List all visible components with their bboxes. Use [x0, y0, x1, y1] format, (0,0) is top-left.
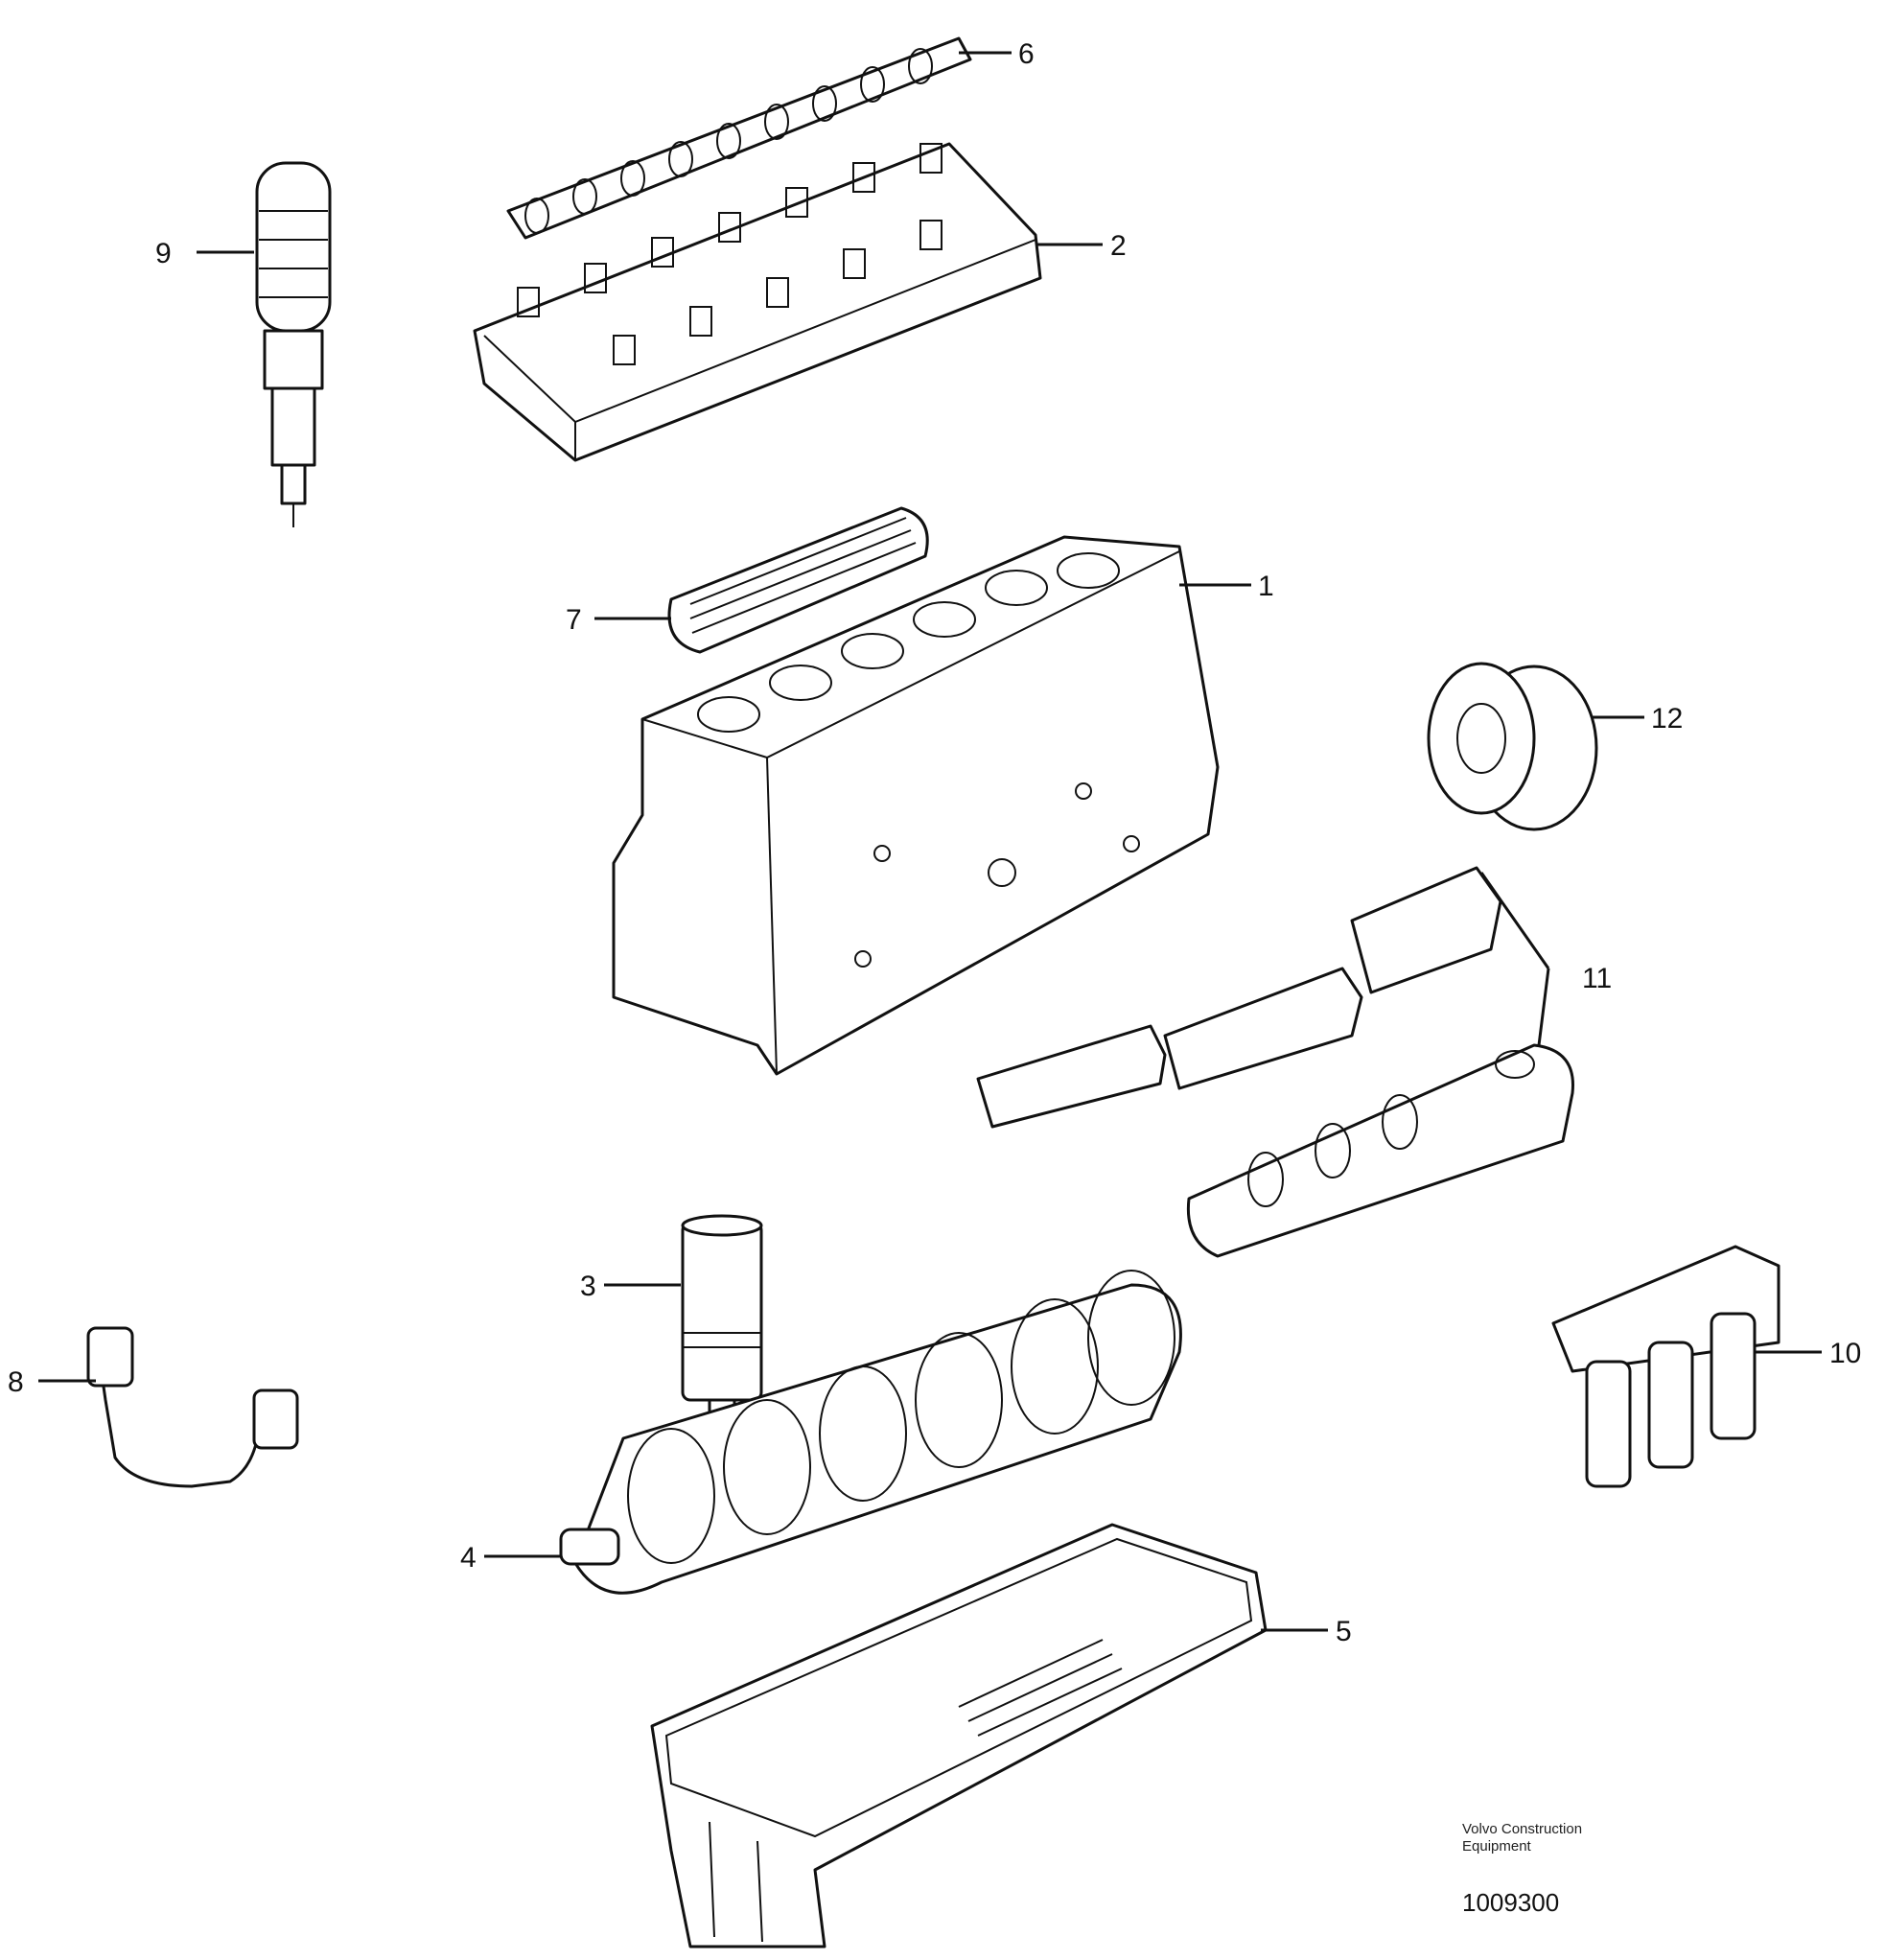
callout-2: 2 [1110, 230, 1127, 262]
callout-8: 8 [8, 1366, 24, 1398]
callout-4: 4 [460, 1542, 477, 1574]
sleeves-part-10 [1551, 1245, 1780, 1488]
crankshaft-part-4 [559, 1270, 1182, 1595]
damper-part-12 [1427, 662, 1598, 831]
callout-11: 11 [1582, 963, 1612, 994]
caption-block: Volvo Construction Equipment 1009300 [1462, 1821, 1582, 1917]
oil-cooler-part-7 [667, 506, 929, 654]
callout-12: 12 [1651, 703, 1683, 735]
exhaust-manifold-part-11 [976, 866, 1574, 1258]
callout-5: 5 [1336, 1616, 1352, 1647]
caption-line-2: Equipment [1462, 1838, 1532, 1855]
leader-lines [38, 51, 1822, 1632]
cylinder-head-part-2 [473, 142, 1042, 462]
callout-10: 10 [1829, 1338, 1861, 1369]
callout-labels: 6 2 9 1 7 12 11 3 10 8 4 5 [8, 38, 1861, 1647]
caption-line-1: Volvo Construction [1462, 1821, 1582, 1837]
callout-6: 6 [1018, 38, 1035, 70]
injector-part-9 [255, 161, 332, 527]
callout-1: 1 [1258, 571, 1274, 602]
callout-7: 7 [566, 604, 582, 636]
sensor-harness-part-8 [86, 1326, 299, 1488]
oil-pan-part-5 [650, 1523, 1268, 1948]
camshaft-part-6 [506, 36, 972, 240]
callout-9: 9 [155, 238, 172, 269]
leader-11a [1479, 872, 1550, 969]
callout-3: 3 [580, 1271, 596, 1302]
document-number: 1009300 [1462, 1888, 1559, 1917]
leader-11b [1537, 968, 1550, 1046]
engine-block-part-1 [612, 535, 1220, 1076]
